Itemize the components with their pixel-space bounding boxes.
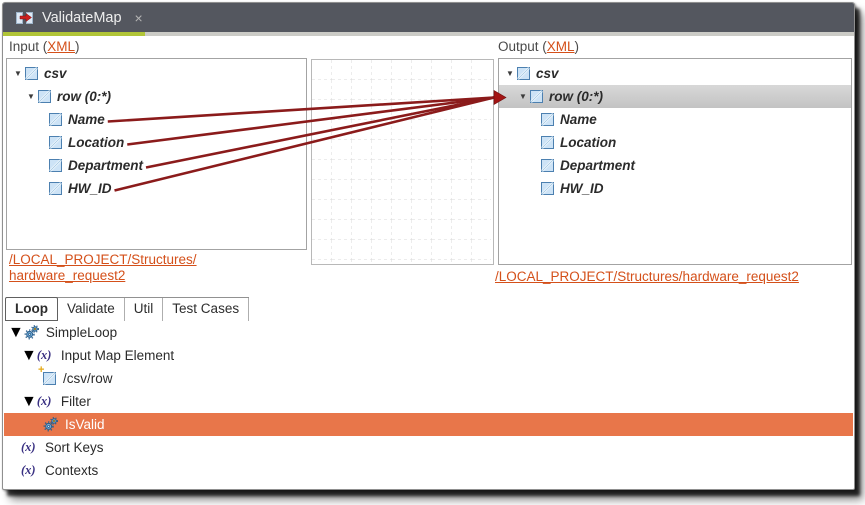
tree-label: Department (68, 158, 144, 173)
xml-element-icon (530, 90, 543, 103)
xml-element-icon (49, 136, 62, 149)
tree-label: HW_ID (68, 181, 112, 196)
loop-tree-row-input-map-element[interactable]: ▼ (x) Input Map Element (4, 344, 853, 367)
xml-element-new-icon: + (38, 364, 56, 385)
output-schema-link[interactable]: /LOCAL_PROJECT/Structures/hardware_reque… (495, 269, 799, 284)
gears-icon (24, 325, 39, 340)
output-tree-panel: ▼ csv ▼ row (0:*) Name Location Departme… (498, 58, 852, 265)
tab-underline (3, 32, 854, 36)
tree-label: Filter (60, 394, 91, 409)
input-xml-link[interactable]: XML (47, 39, 76, 54)
xml-element-icon (517, 67, 530, 80)
tab-validate[interactable]: Validate (58, 298, 125, 321)
editor-tab-title: ValidateMap (42, 9, 122, 26)
xml-element-icon (25, 67, 38, 80)
output-tree-row-row-selected[interactable]: ▼ row (0:*) (499, 85, 851, 108)
xml-element-icon (49, 159, 62, 172)
output-tree-row-location[interactable]: Location (499, 131, 851, 154)
input-tree-row-csv[interactable]: ▼ csv (7, 62, 306, 85)
loop-tree-row-contexts[interactable]: (x) Contexts (4, 459, 853, 482)
output-tree-row-name[interactable]: Name (499, 108, 851, 131)
grid-pattern (312, 60, 491, 262)
editor-tabbar: ValidateMap × (3, 3, 854, 32)
xml-element-icon (541, 182, 554, 195)
input-tree-row-department[interactable]: Department (7, 154, 306, 177)
loop-tree-row-filter[interactable]: ▼ (x) Filter (4, 390, 853, 413)
tab-util[interactable]: Util (125, 298, 164, 321)
tree-label: csv (536, 66, 559, 81)
loop-tree-row-csv-row[interactable]: + /csv/row (4, 364, 853, 390)
input-tree-row-name[interactable]: Name (7, 108, 306, 131)
xml-element-icon (541, 136, 554, 149)
map-file-icon (16, 11, 33, 24)
tree-label: Contexts (45, 463, 99, 478)
chevron-down-icon[interactable]: ▼ (21, 392, 37, 410)
chevron-down-icon[interactable]: ▼ (21, 346, 37, 364)
function-icon: (x) (21, 440, 36, 454)
input-tree-panel: ▼ csv ▼ row (0:*) Name Location Departme… (6, 58, 307, 250)
xml-element-icon (49, 113, 62, 126)
tree-label: /csv/row (63, 371, 113, 386)
xml-element-icon (38, 90, 51, 103)
bottom-tabbar: Loop Validate Util Test Cases (5, 297, 250, 321)
tree-label: HW_ID (560, 181, 604, 196)
tree-label: Name (68, 112, 105, 127)
mapper-window: ValidateMap × Input (XML) Output (XML) ▼… (2, 2, 855, 490)
input-schema-link[interactable]: /LOCAL_PROJECT/Structures/ hardware_requ… (9, 252, 197, 283)
chevron-down-icon[interactable]: ▼ (506, 69, 514, 78)
chevron-down-icon[interactable]: ▼ (14, 69, 22, 78)
tab-test-cases[interactable]: Test Cases (163, 298, 250, 321)
output-tree-row-csv[interactable]: ▼ csv (499, 62, 851, 85)
input-tree-row-row[interactable]: ▼ row (0:*) (7, 85, 306, 108)
loop-tree-row-simpleloop[interactable]: ▼ SimpleLoop (4, 321, 853, 344)
tree-label: Name (560, 112, 597, 127)
xml-element-icon (49, 182, 62, 195)
active-tab-accent (3, 32, 145, 36)
xml-element-icon (541, 113, 554, 126)
tree-label: row (0:*) (549, 89, 603, 104)
loop-tree-row-sort-keys[interactable]: (x) Sort Keys (4, 436, 853, 459)
mapping-canvas[interactable] (311, 59, 494, 265)
tree-label: Location (560, 135, 617, 150)
tab-loop[interactable]: Loop (5, 297, 58, 321)
loop-tree: ▼ SimpleLoop ▼ (x) Input Map Element + /… (4, 321, 853, 482)
loop-tree-row-isvalid-selected[interactable]: IsValid (4, 413, 853, 436)
input-header: Input (XML) (9, 39, 80, 54)
chevron-down-icon[interactable]: ▼ (8, 323, 24, 341)
chevron-down-icon[interactable]: ▼ (27, 92, 35, 101)
tree-label: SimpleLoop (45, 325, 118, 340)
tree-label: Department (560, 158, 636, 173)
editor-tab-validatemap[interactable]: ValidateMap × (3, 3, 143, 32)
function-icon: (x) (21, 463, 36, 477)
input-tree-row-hwid[interactable]: HW_ID (7, 177, 306, 200)
gears-icon (43, 417, 58, 432)
chevron-down-icon[interactable]: ▼ (519, 92, 527, 101)
output-tree-row-hwid[interactable]: HW_ID (499, 177, 851, 200)
tree-label: IsValid (65, 417, 105, 432)
output-tree-row-department[interactable]: Department (499, 154, 851, 177)
tree-label: Location (68, 135, 125, 150)
input-tree-row-location[interactable]: Location (7, 131, 306, 154)
output-header: Output (XML) (498, 39, 580, 54)
output-xml-link[interactable]: XML (546, 39, 575, 54)
tree-label: Sort Keys (45, 440, 104, 455)
tree-label: Input Map Element (60, 348, 175, 363)
tree-label: row (0:*) (57, 89, 111, 104)
close-icon[interactable]: × (134, 9, 143, 26)
xml-element-icon (541, 159, 554, 172)
function-icon: (x) (36, 394, 52, 408)
function-icon: (x) (36, 348, 52, 362)
tree-label: csv (44, 66, 67, 81)
